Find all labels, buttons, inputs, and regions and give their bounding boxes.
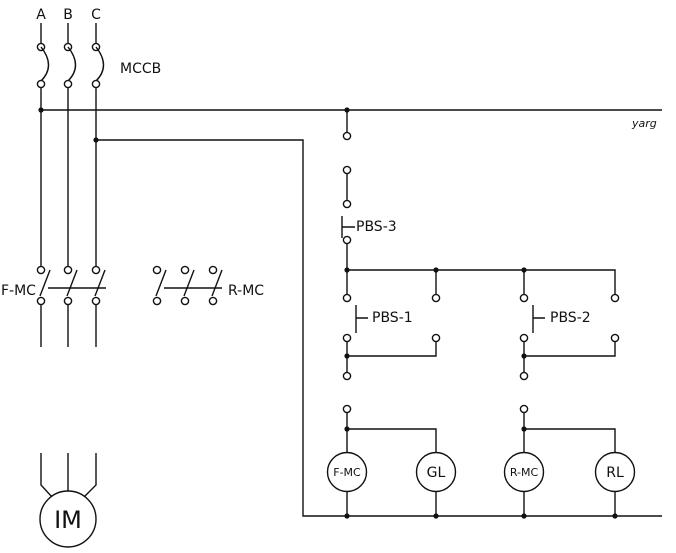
control-supply-lines <box>38 107 662 517</box>
phase-label-a: A <box>36 7 46 23</box>
r-mc-label: R-MC <box>228 283 264 299</box>
rl-lamp <box>594 451 636 493</box>
f-mc-coil-label: F-MC <box>333 466 361 479</box>
mccb-breaker <box>36 23 105 89</box>
branch-bus <box>344 267 616 294</box>
pbs-3-switch <box>341 199 355 270</box>
gl-lamp <box>415 451 457 493</box>
r-mc-coil <box>503 451 545 493</box>
coil-branch-left <box>342 404 439 519</box>
phase-label-c: C <box>91 7 101 23</box>
motor-label: IM <box>54 506 82 534</box>
f-mc-label: F-MC <box>1 283 36 299</box>
pbs-2-switch <box>519 293 620 381</box>
pbs-1-label: PBS-1 <box>372 310 413 326</box>
mccb-label: MCCB <box>120 61 161 77</box>
phase-lines <box>40 88 97 266</box>
r-mc-coil-label: R-MC <box>510 466 539 479</box>
f-mc-coil <box>326 451 368 493</box>
rl-lamp-label: RL <box>606 465 624 481</box>
pbs-3-label: PBS-3 <box>356 219 397 235</box>
motor <box>39 453 97 548</box>
pbs-2-label: PBS-2 <box>550 310 591 326</box>
watermark: yarg <box>631 117 657 130</box>
control-vertical-line <box>342 110 352 200</box>
r-mc-contacts <box>152 265 223 306</box>
pbs-1-switch <box>342 293 441 381</box>
gl-lamp-label: GL <box>427 465 446 481</box>
coil-branch-right <box>519 404 618 519</box>
f-mc-contacts <box>36 265 106 347</box>
phase-label-b: B <box>63 7 73 23</box>
